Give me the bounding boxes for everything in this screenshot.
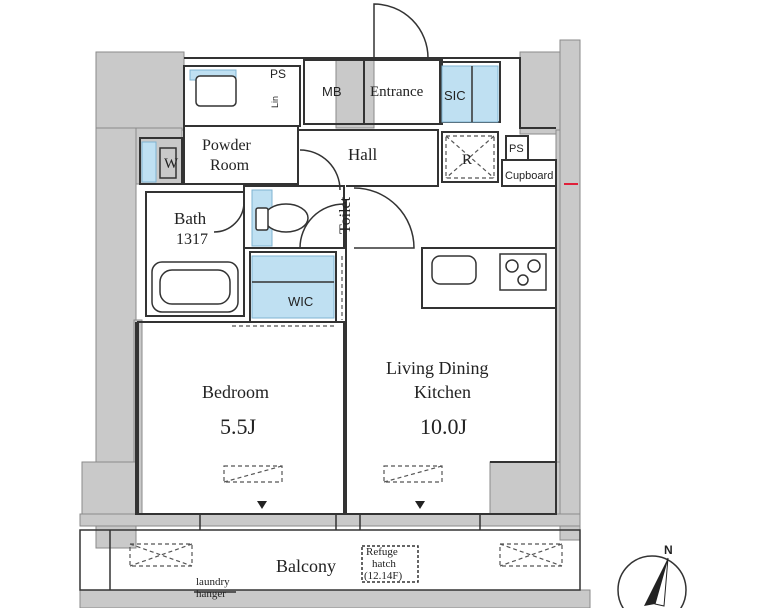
room-labels: PS MB Entrance SIC Lin Powder Room W Hal… <box>164 67 553 600</box>
window-arrows <box>257 501 425 509</box>
label-refuge-2: hatch <box>372 558 396 570</box>
label-lin: Lin <box>270 96 280 108</box>
label-laundry-2: hanger <box>196 588 226 600</box>
label-ldk-1: Living Dining <box>386 358 489 378</box>
label-mb: MB <box>322 84 342 99</box>
dashed-marks <box>129 135 563 567</box>
label-powder-1: Powder <box>202 137 252 154</box>
label-cupboard: Cupboard <box>505 170 553 182</box>
kitchen-sink <box>431 255 477 285</box>
label-wic: WIC <box>288 294 313 309</box>
bath-door <box>213 201 245 233</box>
label-bedroom: Bedroom <box>202 382 269 402</box>
doors <box>213 3 429 249</box>
label-ps-top: PS <box>270 67 286 81</box>
hall-door <box>299 149 341 191</box>
compass: N <box>617 543 687 608</box>
balcony <box>79 514 581 593</box>
toilet-bowl <box>263 203 309 233</box>
label-ps-right: PS <box>509 143 524 155</box>
label-powder-2: Room <box>210 157 250 174</box>
label-bath-size: 1317 <box>176 231 208 248</box>
label-hall: Hall <box>348 145 378 164</box>
label-bath: Bath <box>174 209 207 228</box>
label-toilet: Toilet <box>337 196 354 234</box>
label-r: R <box>462 152 472 168</box>
label-balcony: Balcony <box>276 556 336 576</box>
refuge-hatch-box <box>361 545 419 583</box>
label-entrance: Entrance <box>370 84 424 100</box>
compass-needle-icon <box>644 558 668 606</box>
label-refuge-1: Refuge <box>366 546 398 558</box>
label-bedroom-size: 5.5J <box>220 414 257 439</box>
label-sic: SIC <box>444 88 466 103</box>
toilet-door <box>299 203 345 249</box>
storage-areas <box>141 65 499 319</box>
entrance-door <box>373 3 429 59</box>
compass-north-label: N <box>664 543 673 557</box>
label-w: W <box>164 156 179 172</box>
label-ldk-2: Kitchen <box>414 382 471 402</box>
fixtures <box>151 75 547 313</box>
ldk-door <box>353 187 415 249</box>
label-ldk-size: 10.0J <box>420 414 468 439</box>
vanity-sink <box>195 75 237 107</box>
label-laundry-1: laundry <box>196 576 230 588</box>
room-outlines <box>135 57 557 515</box>
compass-circle <box>617 555 687 608</box>
structural-walls <box>79 39 591 608</box>
storage-dividers <box>252 66 473 283</box>
label-refuge-3: (12.14F) <box>364 570 403 582</box>
